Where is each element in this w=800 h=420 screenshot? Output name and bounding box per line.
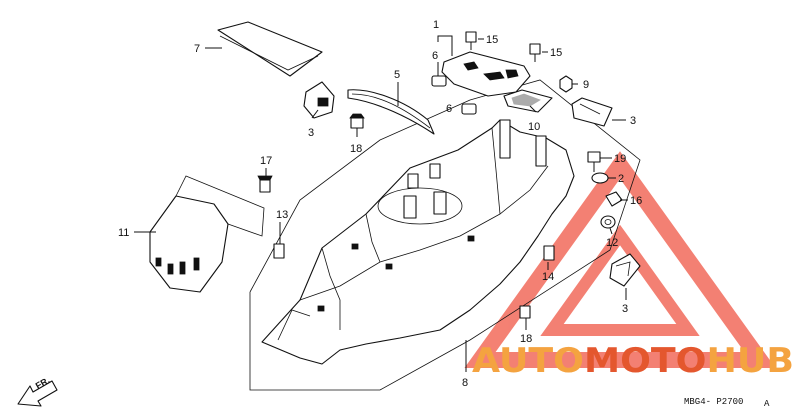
callout-3-left: 3 [308, 127, 314, 139]
callout-labels: 1 6 15 15 7 5 9 6 10 3 3 18 17 19 2 16 1… [118, 19, 642, 389]
part-18-bolt-lower [519, 305, 531, 319]
callout-18-upper: 18 [350, 143, 362, 155]
diagram-code-text: MBG4- P2700 [684, 397, 743, 407]
callout-16: 16 [630, 195, 642, 207]
callout-14: 14 [542, 271, 554, 283]
callout-18-lower: 18 [520, 333, 532, 345]
callout-19: 19 [614, 153, 626, 165]
callout-9: 9 [583, 79, 589, 91]
part-7-sheet [217, 21, 323, 77]
watermark-part-3: HUB [707, 341, 794, 381]
part-10-plate [503, 89, 553, 113]
part-15-screw-right [529, 43, 541, 62]
leader-lines [134, 35, 628, 372]
part-2-washer [591, 172, 609, 184]
callout-12: 12 [606, 237, 618, 249]
callout-5: 5 [394, 69, 400, 81]
callout-15-right: 15 [550, 47, 562, 59]
part-12-grommet [600, 215, 616, 229]
callout-3-lower: 3 [622, 303, 628, 315]
diagram-code: MBG4- P2700 A [684, 397, 770, 409]
callout-6-upper: 6 [432, 50, 438, 62]
callout-6-lower: 6 [446, 103, 452, 115]
watermark-part-2: MOTO [584, 341, 707, 381]
callout-15-left: 15 [486, 34, 498, 46]
part-9-nut [559, 75, 573, 93]
part-13-clip [273, 243, 285, 259]
callout-10: 10 [528, 121, 540, 133]
part-14-clip [543, 245, 555, 261]
part-19-bolt [587, 151, 601, 172]
watermark-triangle [464, 151, 776, 368]
part-3-reflector [609, 253, 641, 287]
part-1-top-cover [441, 51, 531, 97]
callout-2: 2 [618, 173, 624, 185]
part-3-pad-right [571, 97, 613, 127]
diagram-code-suffix: A [764, 399, 770, 409]
part-8-rear-fender [261, 119, 575, 365]
part-5-strap [347, 89, 435, 135]
callout-8: 8 [462, 377, 468, 389]
callout-1: 1 [433, 19, 439, 31]
part-17-bolt [257, 175, 273, 193]
part-6-clip-upper [431, 75, 447, 87]
assembly-outline [249, 79, 641, 391]
part-3-pad-left [303, 81, 335, 119]
callout-17: 17 [260, 155, 272, 167]
callout-7: 7 [194, 43, 200, 55]
watermark-part-1: AUTO [472, 341, 584, 381]
part-6-clip-lower [461, 103, 477, 115]
front-direction-arrow: FR. [17, 375, 58, 407]
callout-3-right: 3 [630, 115, 636, 127]
part-15-screw-left [465, 31, 477, 50]
part-11-side-bracket [149, 175, 265, 293]
part-18-bolt-upper [349, 113, 365, 129]
callout-11: 11 [118, 227, 129, 239]
callout-13: 13 [276, 209, 288, 221]
